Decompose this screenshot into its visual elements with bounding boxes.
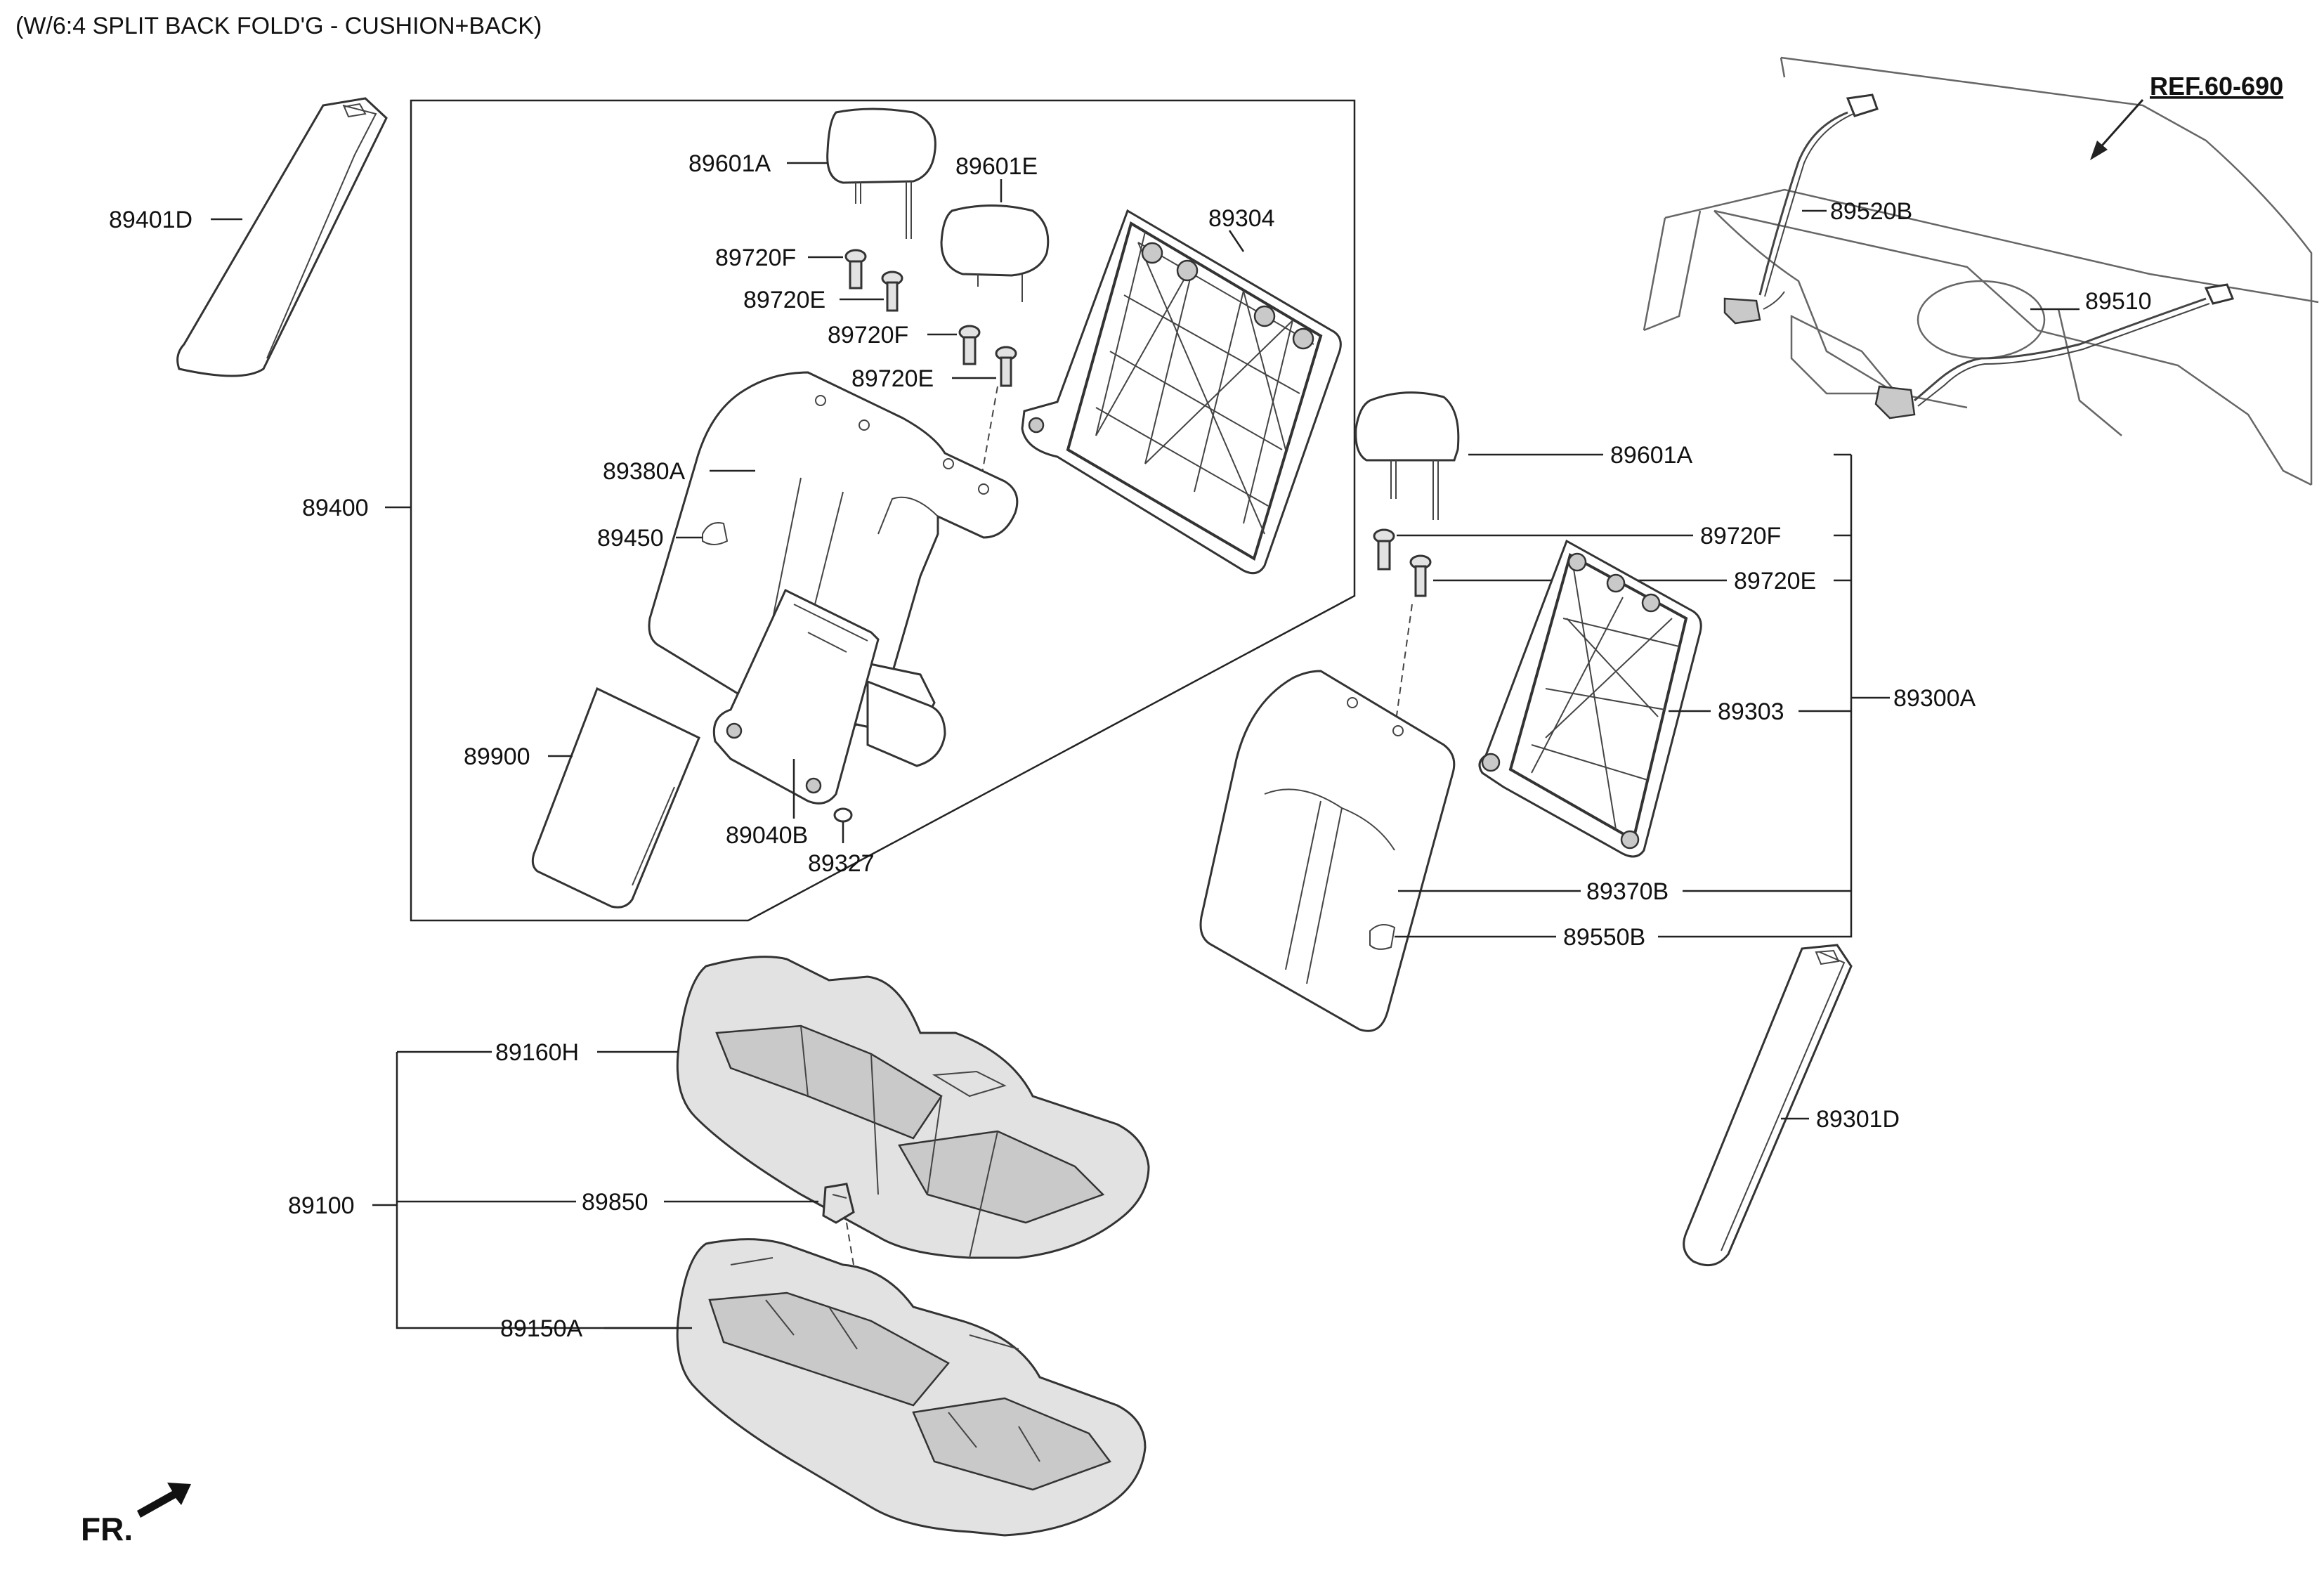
label-89370B[interactable]: 89370B (1586, 878, 1669, 905)
label-89160H[interactable]: 89160H (495, 1039, 579, 1066)
group-bracket-89100 (396, 1052, 696, 1329)
guide-pin-89720F-2 (958, 325, 981, 365)
label-89720F-right[interactable]: 89720F (1700, 523, 1781, 549)
label-89400[interactable]: 89400 (302, 495, 369, 521)
label-89601E[interactable]: 89601E (955, 153, 1038, 180)
reference-arrow-icon (2090, 141, 2108, 160)
seatback-frame-small (1478, 539, 1702, 858)
label-89601A-left[interactable]: 89601A (688, 150, 771, 177)
side-bolster-left (176, 97, 388, 377)
label-89040B[interactable]: 89040B (726, 822, 808, 849)
label-89380A[interactable]: 89380A (603, 458, 686, 485)
guide-pin-89720E-1 (881, 271, 903, 312)
guide-pin-89720E-right (1409, 554, 1432, 597)
label-89720F-1[interactable]: 89720F (715, 245, 796, 271)
headrest-left-group (826, 108, 936, 239)
front-direction-label: FR. (81, 1511, 133, 1547)
label-89720F-2[interactable]: 89720F (828, 322, 908, 349)
label-89520B[interactable]: 89520B (1830, 198, 1912, 225)
label-89300A[interactable]: 89300A (1893, 685, 1976, 712)
seat-cushion-pad (676, 1238, 1147, 1537)
label-89510[interactable]: 89510 (2085, 288, 2152, 315)
front-arrow-icon (137, 1483, 191, 1518)
guide-pin-89720F-right (1373, 528, 1395, 571)
trunk-reference-sketch (1643, 56, 2319, 486)
group-bracket-89300A (1658, 455, 1853, 938)
label-89303[interactable]: 89303 (1718, 698, 1784, 725)
washer (833, 807, 853, 823)
label-89720E-right[interactable]: 89720E (1734, 568, 1816, 594)
seatback-cover-right (1199, 670, 1456, 1032)
guide-pin-89720F-1 (844, 249, 867, 289)
diagram-title: (W/6:4 SPLIT BACK FOLD'G - CUSHION+BACK) (15, 13, 542, 39)
label-89720E-1[interactable]: 89720E (743, 287, 825, 313)
seatback-frame-large (1021, 209, 1342, 575)
side-bolster-right (1683, 944, 1853, 1267)
cushion-clip (822, 1183, 855, 1224)
release-cable-assembly (1723, 93, 2235, 419)
armrest-bracket (712, 588, 880, 805)
label-89720E-2[interactable]: 89720E (851, 365, 934, 392)
label-89850[interactable]: 89850 (582, 1189, 648, 1216)
headrest-right (1354, 391, 1460, 520)
label-89301D[interactable]: 89301D (1816, 1106, 1900, 1133)
label-89150A[interactable]: 89150A (500, 1315, 583, 1342)
armrest (531, 686, 700, 909)
headrest-center (940, 204, 1050, 302)
guide-pin-89720E-2 (995, 346, 1017, 387)
group-box-89400 (410, 99, 1356, 922)
label-89327[interactable]: 89327 (808, 850, 875, 877)
label-89550B[interactable]: 89550B (1563, 924, 1645, 951)
label-89304[interactable]: 89304 (1208, 205, 1275, 232)
label-89401D[interactable]: 89401D (109, 207, 192, 233)
seat-cushion-cover (676, 956, 1150, 1259)
label-89900[interactable]: 89900 (464, 743, 530, 770)
label-89601A-right[interactable]: 89601A (1610, 442, 1693, 469)
reference-label[interactable]: REF.60-690 (2150, 72, 2283, 100)
label-89100[interactable]: 89100 (288, 1192, 355, 1219)
label-89450[interactable]: 89450 (597, 525, 664, 552)
